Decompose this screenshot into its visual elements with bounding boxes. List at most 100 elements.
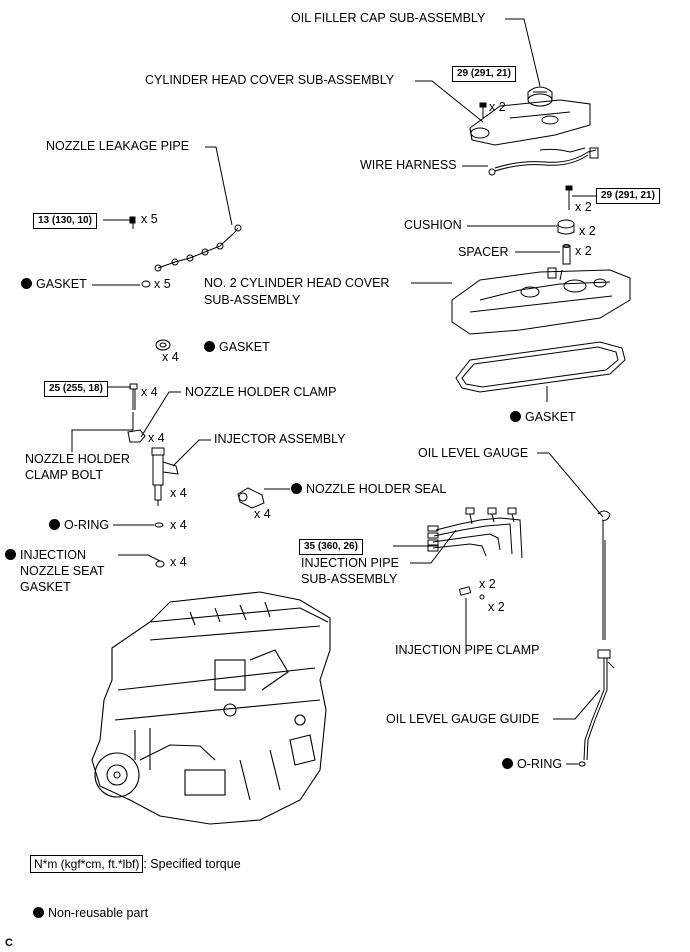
cylinder-head-cover-part	[469, 99, 591, 146]
qty-gasket-leak: x 5	[154, 277, 171, 291]
leakage-bolt-part	[103, 216, 136, 229]
label-injection-pipe-line2: SUB-ASSEMBLY	[301, 572, 398, 586]
label-cylinder-head-cover: CYLINDER HEAD COVER SUB-ASSEMBLY	[145, 73, 395, 87]
leader-injector	[172, 439, 211, 467]
label-gasket-cover-text: GASKET	[525, 410, 576, 424]
leader-oil-filler-cap	[505, 18, 541, 87]
corner-letter: C	[5, 937, 13, 949]
label-no2-cover-line1: NO. 2 CYLINDER HEAD COVER	[204, 276, 390, 290]
label-clamp-bolt-line1: NOZZLE HOLDER	[25, 452, 130, 466]
label-injector-assembly: INJECTOR ASSEMBLY	[214, 432, 346, 446]
o-ring-right-part	[566, 761, 586, 767]
torque-leakage-pipe-bolt: 13 (130, 10)	[33, 213, 97, 229]
gasket-leak-part	[141, 280, 151, 288]
leader-gauge-guide	[553, 689, 601, 720]
spacer-part	[562, 244, 571, 265]
label-clamp-bolt-line2: CLAMP BOLT	[25, 468, 104, 482]
oil-level-gauge-part	[597, 510, 611, 640]
torque-cover-bolt: 29 (291, 21)	[452, 66, 516, 82]
cover-gasket-part	[455, 341, 626, 393]
nozzle-holder-clamp-part	[127, 429, 146, 443]
qty-spacer: x 2	[575, 244, 592, 258]
leader-nozzle-leakage-pipe	[205, 146, 233, 226]
legend-non-reusable-text: Non-reusable part	[48, 906, 149, 920]
leader-injection-pipe	[410, 529, 457, 564]
qty-pipe-clamp-b: x 2	[488, 600, 505, 614]
qty-gasket-nozzle: x 4	[162, 350, 179, 364]
engine-block-illustration	[91, 591, 331, 825]
label-gasket-cover: GASKET	[510, 410, 576, 425]
label-oil-level-gauge-guide: OIL LEVEL GAUGE GUIDE	[386, 712, 540, 726]
label-oil-filler-cap: OIL FILLER CAP SUB-ASSEMBLY	[291, 11, 486, 25]
label-o-ring-left-text: O-RING	[64, 518, 110, 532]
label-nozzle-holder-seal-text: NOZZLE HOLDER SEAL	[306, 482, 447, 496]
torque-clamp-bolt: 25 (255, 18)	[44, 381, 108, 397]
non-reusable-dot	[291, 483, 302, 494]
qty-no2-cover-bolt: x 2	[575, 200, 592, 214]
non-reusable-dot	[204, 341, 215, 352]
label-nozzle-holder-seal: NOZZLE HOLDER SEAL	[291, 482, 446, 497]
qty-seat-gasket: x 4	[170, 555, 187, 569]
torque-no2-cover-bolt: 29 (291, 21)	[596, 188, 660, 204]
label-nozzle-leakage-pipe: NOZZLE LEAKAGE PIPE	[46, 139, 190, 153]
qty-injector: x 4	[170, 486, 187, 500]
non-reusable-dot	[21, 278, 32, 289]
leader-nozzle-holder-clamp	[140, 391, 181, 438]
leader-seat-gasket	[118, 554, 161, 562]
nozzle-holder-seal-part	[237, 487, 265, 509]
label-oil-level-gauge: OIL LEVEL GAUGE	[418, 446, 529, 460]
qty-clamp: x 4	[148, 431, 165, 445]
label-seat-gasket-line2: NOZZLE SEAT	[20, 564, 105, 578]
legend-torque-box: N*m (kgf*cm, ft.*lbf)	[30, 855, 144, 873]
qty-clamp-bolt: x 4	[141, 385, 158, 399]
no2-cylinder-head-cover-part	[451, 267, 631, 335]
label-gasket-nozzle: GASKET	[204, 340, 270, 355]
non-reusable-dot	[510, 411, 521, 422]
label-seat-gasket-line1: INJECTION	[5, 548, 86, 563]
qty-leakage-bolt: x 5	[141, 212, 158, 226]
leader-cylinder-head-cover	[415, 80, 484, 123]
no2-bolt-part	[565, 185, 596, 210]
label-cushion: CUSHION	[404, 218, 462, 232]
non-reusable-dot	[49, 519, 60, 530]
label-o-ring-right: O-RING	[502, 757, 562, 772]
leader-oil-level-gauge	[537, 452, 604, 518]
clamp-bolt-part	[105, 383, 138, 410]
legend-torque-text: : Specified torque	[143, 857, 241, 871]
wire-harness-part	[488, 147, 599, 176]
qty-pipe-clamp-a: x 2	[479, 577, 496, 591]
qty-o-ring: x 4	[170, 518, 187, 532]
label-gasket-leak: GASKET	[21, 277, 87, 292]
oil-level-gauge-guide-part	[583, 649, 615, 761]
gasket-nozzle-part	[155, 339, 171, 351]
label-o-ring-right-text: O-RING	[517, 757, 563, 771]
legend-non-reusable: Non-reusable part	[33, 906, 148, 921]
nozzle-leakage-pipe-part	[154, 224, 242, 272]
injector-part	[151, 447, 179, 506]
label-nozzle-holder-clamp: NOZZLE HOLDER CLAMP	[185, 385, 337, 399]
label-injection-pipe-clamp: INJECTION PIPE CLAMP	[395, 643, 540, 657]
label-gasket-nozzle-text: GASKET	[219, 340, 270, 354]
non-reusable-dot	[33, 907, 44, 918]
label-o-ring-left: O-RING	[49, 518, 109, 533]
qty-nozzle-seal: x 4	[254, 507, 271, 521]
pipe-clamp-part	[458, 586, 485, 600]
cover-bolt-part	[479, 102, 487, 118]
qty-cover-bolt: x 2	[489, 100, 506, 114]
qty-cushion: x 2	[579, 224, 596, 238]
non-reusable-dot	[5, 549, 16, 560]
torque-injection-pipe: 35 (360, 26)	[299, 539, 363, 555]
label-no2-cover-line2: SUB-ASSEMBLY	[204, 293, 301, 307]
cushion-part	[557, 219, 575, 235]
label-wire-harness: WIRE HARNESS	[360, 158, 457, 172]
leader-clamp-bolt	[71, 412, 134, 452]
injection-pipe-part	[427, 507, 523, 559]
label-injection-pipe-line1: INJECTION PIPE	[301, 556, 399, 570]
seat-gasket-part	[155, 560, 165, 568]
non-reusable-dot	[502, 758, 513, 769]
label-gasket-leak-text: GASKET	[36, 277, 87, 291]
label-seat-gasket-line1-text: INJECTION	[20, 548, 86, 562]
oil-filler-cap-part	[527, 86, 553, 107]
legend-torque: N*m (kgf*cm, ft.*lbf): Specified torque	[30, 855, 241, 873]
